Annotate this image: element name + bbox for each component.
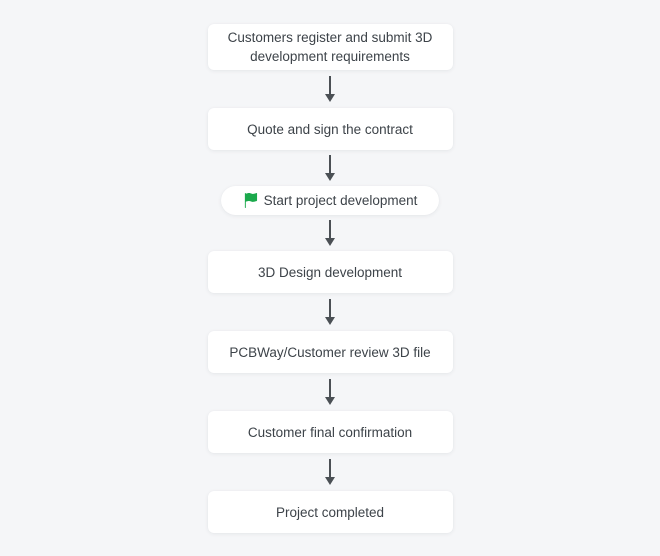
arrow-head (325, 317, 335, 325)
arrow-stem (329, 459, 331, 477)
process-flowchart: Customers register and submit 3D develop… (0, 24, 660, 533)
flow-step-review: PCBWay/Customer review 3D file (207, 331, 453, 373)
flow-step-label: PCBWay/Customer review 3D file (229, 344, 431, 360)
down-arrow-connector (325, 150, 335, 186)
down-arrow-connector (325, 373, 335, 411)
arrow-stem (329, 155, 331, 173)
arrow-head (325, 238, 335, 246)
flow-step-label: Customer final confirmation (247, 424, 413, 440)
flow-step-completed: Project completed (207, 491, 453, 533)
down-arrow-connector (325, 453, 335, 491)
flow-step-label: Quote and sign the contract (247, 121, 413, 137)
flow-step-label: Start project development (263, 193, 418, 208)
flow-step-design: 3D Design development (207, 251, 453, 293)
flow-step-label: Project completed (275, 504, 385, 520)
arrow-stem (329, 299, 331, 317)
arrow-stem (329, 76, 331, 94)
arrow-stem (329, 220, 331, 238)
flag-icon (243, 193, 258, 208)
arrow-head (325, 397, 335, 405)
flow-step-start-project: Start project development (220, 186, 440, 215)
flow-step-confirmation: Customer final confirmation (207, 411, 453, 453)
flow-step-label: 3D Design development (257, 264, 403, 280)
arrow-head (325, 173, 335, 181)
arrow-stem (329, 379, 331, 397)
flow-step-register: Customers register and submit 3D develop… (207, 24, 453, 70)
down-arrow-connector (325, 293, 335, 331)
down-arrow-connector (325, 70, 335, 108)
flow-step-quote: Quote and sign the contract (207, 108, 453, 150)
flow-step-label: Customers register and submit 3D develop… (227, 30, 433, 64)
down-arrow-connector (325, 215, 335, 251)
arrow-head (325, 94, 335, 102)
arrow-head (325, 477, 335, 485)
